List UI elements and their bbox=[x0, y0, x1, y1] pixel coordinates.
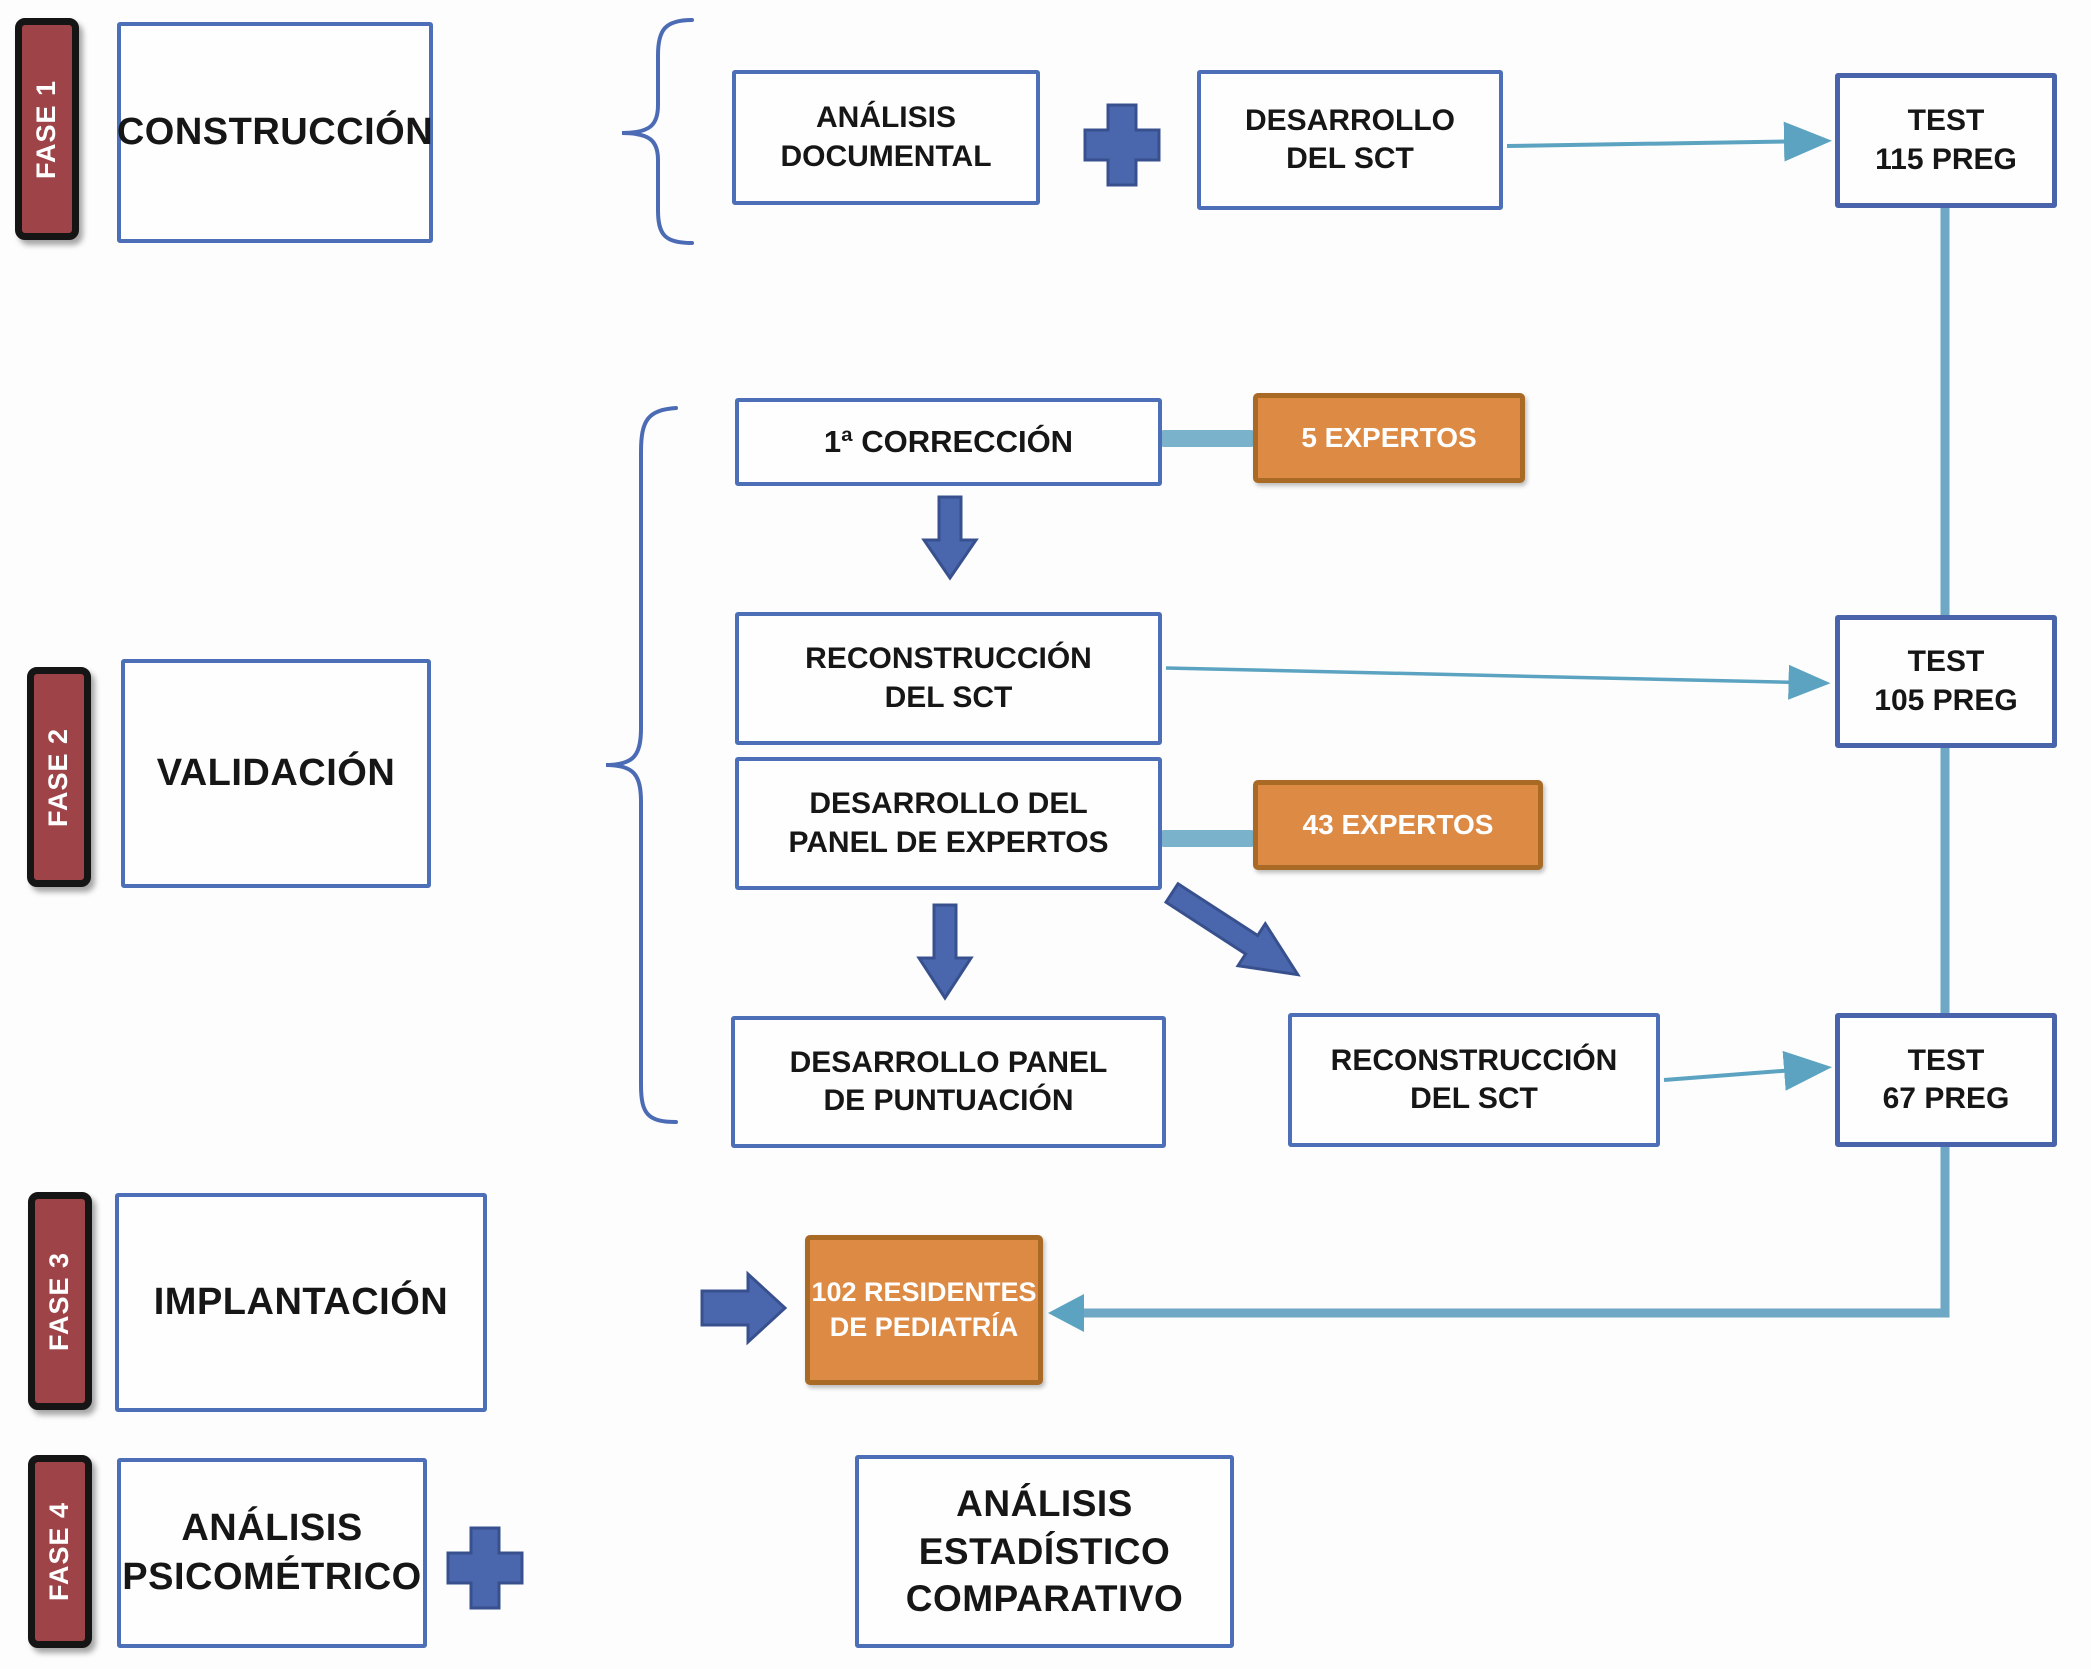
residentes-box: 102 RESIDENTES DE PEDIATRÍA bbox=[805, 1235, 1043, 1385]
fase4-tab-label: FASE 4 bbox=[44, 1501, 75, 1602]
fase2-tab-label: FASE 2 bbox=[43, 727, 74, 827]
line-test67-to-residentes-icon bbox=[1080, 1147, 1950, 1318]
fase2-tab: FASE 2 bbox=[27, 667, 91, 887]
fase1-tab-label: FASE 1 bbox=[31, 79, 62, 179]
arrow-reconstruccion2-to-test67-icon bbox=[1663, 1050, 1832, 1091]
fase3-tab: FASE 3 bbox=[28, 1192, 92, 1410]
test-67-box: TEST 67 PREG bbox=[1835, 1013, 2057, 1147]
analisis-documental-box: ANÁLISIS DOCUMENTAL bbox=[732, 70, 1040, 205]
analisis-estadistico-box: ANÁLISIS ESTADÍSTICO COMPARATIVO bbox=[855, 1455, 1234, 1648]
fase1-tab: FASE 1 bbox=[15, 18, 79, 240]
validacion-box: VALIDACIÓN bbox=[121, 659, 431, 888]
connector-5expertos-icon bbox=[1160, 430, 1255, 447]
fase3-tab-label: FASE 3 bbox=[44, 1251, 75, 1351]
brace-fase2-icon bbox=[605, 406, 678, 1124]
arrow-desarrollo-to-test115-icon bbox=[1506, 121, 1832, 162]
arrow-down-icon bbox=[916, 903, 974, 1001]
plus-icon bbox=[1083, 103, 1161, 187]
expertos-43-box: 43 EXPERTOS bbox=[1253, 780, 1543, 870]
connector-43expertos-icon bbox=[1160, 830, 1255, 847]
analisis-psicometrico-box: ANÁLISIS PSICOMÉTRICO bbox=[117, 1458, 427, 1648]
arrow-reconstruccion-to-test105-icon bbox=[1165, 664, 1831, 700]
reconstruccion-sct-1-box: RECONSTRUCCIÓN DEL SCT bbox=[735, 612, 1162, 745]
fase4-tab: FASE 4 bbox=[28, 1455, 92, 1648]
reconstruccion-sct-2-box: RECONSTRUCCIÓN DEL SCT bbox=[1288, 1013, 1660, 1147]
plus-icon bbox=[446, 1526, 524, 1610]
test-105-box: TEST 105 PREG bbox=[1835, 615, 2057, 748]
arrow-right-icon bbox=[700, 1270, 788, 1346]
expertos-5-box: 5 EXPERTOS bbox=[1253, 393, 1525, 483]
desarrollo-panel-expertos-box: DESARROLLO DEL PANEL DE EXPERTOS bbox=[735, 757, 1162, 890]
implantacion-box: IMPLANTACIÓN bbox=[115, 1193, 487, 1412]
desarrollo-panel-puntuacion-box: DESARROLLO PANEL DE PUNTUACIÓN bbox=[731, 1016, 1166, 1148]
arrow-down-icon bbox=[921, 495, 979, 581]
brace-fase1-icon bbox=[621, 18, 694, 245]
correccion-1-box: 1ª CORRECCIÓN bbox=[735, 398, 1162, 486]
arrowhead-residentes-icon bbox=[1048, 1294, 1084, 1332]
arrow-diagonal-icon bbox=[1163, 881, 1301, 977]
desarrollo-sct-box: DESARROLLO DEL SCT bbox=[1197, 70, 1503, 210]
test-115-box: TEST 115 PREG bbox=[1835, 73, 2057, 208]
construccion-box: CONSTRUCCIÓN bbox=[117, 22, 433, 243]
